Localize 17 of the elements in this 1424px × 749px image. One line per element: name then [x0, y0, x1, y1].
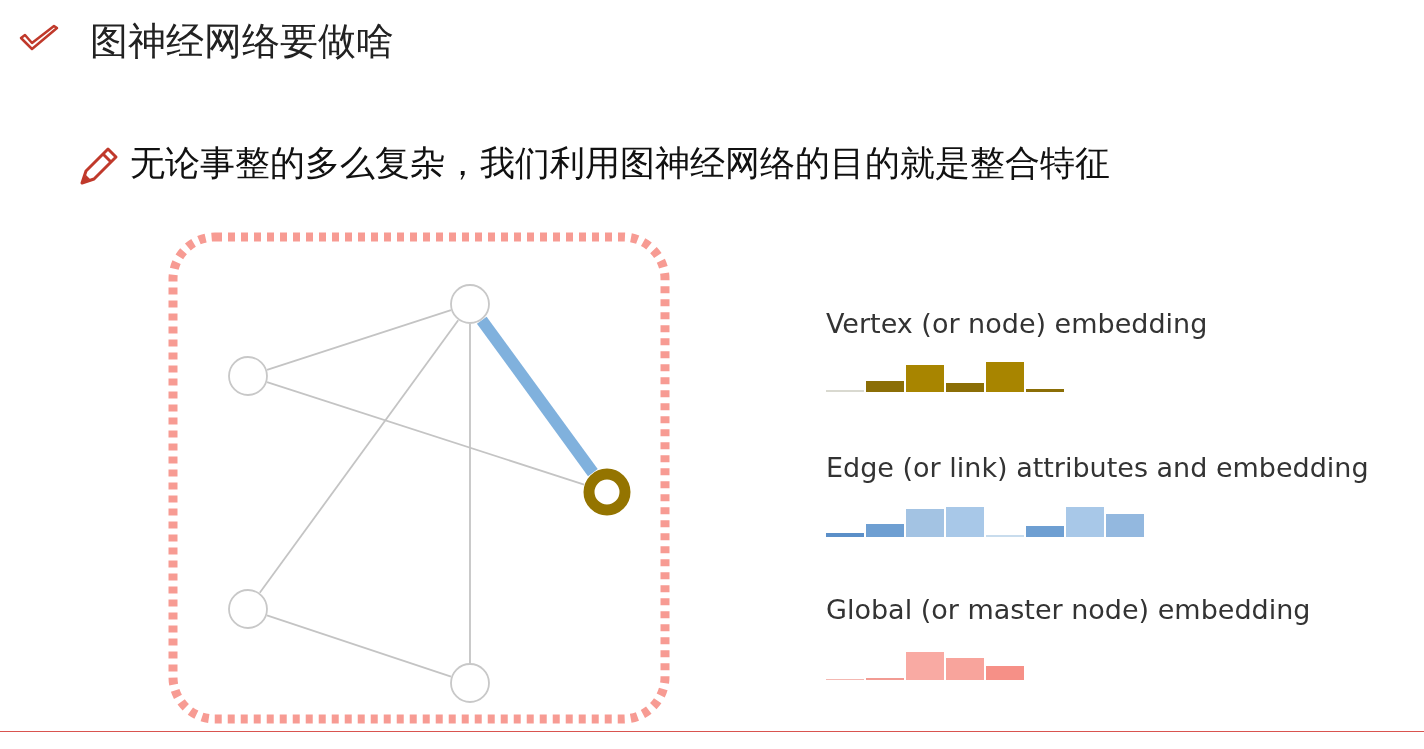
node-circle — [228, 589, 268, 629]
edge-line — [266, 614, 452, 678]
embedding-label: Edge (or link) attributes and embedding — [826, 452, 1369, 483]
node-circle — [450, 284, 490, 324]
subtitle: 无论事整的多么复杂，我们利用图神经网络的目的就是整合特征 — [130, 142, 1110, 185]
edge-line — [469, 323, 471, 664]
highlighted-edge — [476, 316, 598, 477]
node-circle — [228, 356, 268, 396]
node-circle — [450, 663, 490, 703]
dashed-rounded-frame — [168, 232, 670, 724]
edge-line — [266, 309, 452, 371]
embedding-label: Global (or master node) embedding — [826, 594, 1311, 625]
title: 图神经网络要做啥 — [90, 18, 394, 65]
edge-line — [258, 319, 460, 594]
embedding-label: Vertex (or node) embedding — [826, 308, 1208, 339]
edge-line — [266, 381, 586, 486]
highlighted-node-circle — [583, 468, 631, 516]
